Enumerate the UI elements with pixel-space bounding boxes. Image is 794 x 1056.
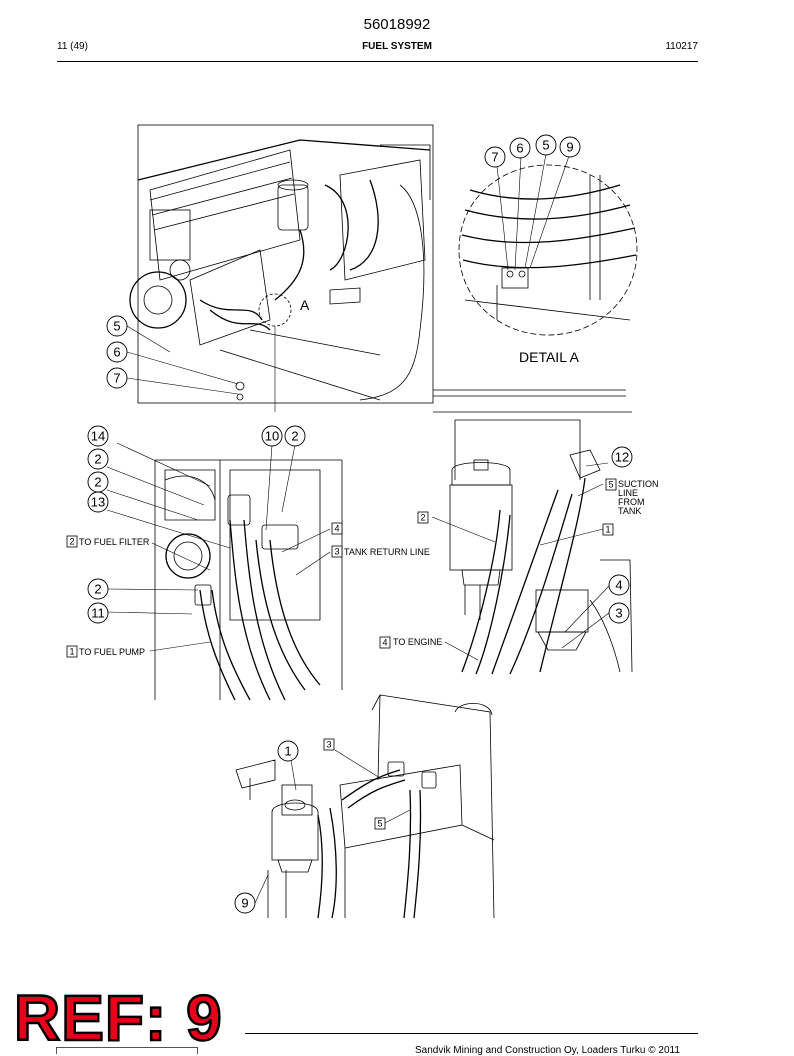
detail-callout-7: 7 <box>491 150 498 165</box>
callout-10: 10 <box>265 429 279 444</box>
view-letter-a: A <box>300 297 310 313</box>
box-2-fuel-filter: 2 <box>69 537 74 547</box>
box-3-tank: 3 <box>326 740 331 750</box>
detail-a-label: DETAIL A <box>519 349 580 365</box>
box-5-tank: 5 <box>377 819 382 829</box>
label-suction-line-3: FROM <box>618 497 645 507</box>
callout-1: 1 <box>284 744 291 759</box>
callout-7: 7 <box>113 371 120 386</box>
callout-14: 14 <box>91 429 105 444</box>
box-4: 4 <box>334 524 339 534</box>
detail-callout-6: 6 <box>516 141 523 156</box>
ref-stamp: REF: 9 <box>13 982 223 1054</box>
detail-callout-9: 9 <box>566 140 573 155</box>
callout-2-a: 2 <box>94 452 101 467</box>
callout-6: 6 <box>113 345 120 360</box>
box-2-filter: 2 <box>420 513 425 523</box>
figure-detail-a: 7 6 5 9 DETAIL A <box>458 134 638 365</box>
callout-2-c: 2 <box>94 582 101 597</box>
label-tank-return-line: TANK RETURN LINE <box>344 547 430 557</box>
callout-4: 4 <box>615 578 622 593</box>
label-to-fuel-pump: TO FUEL PUMP <box>79 647 145 657</box>
callout-11: 11 <box>91 606 105 621</box>
document-number: 56018992 <box>363 16 431 33</box>
page-indicator: 11 (49) <box>57 41 88 52</box>
box-1-filter: 1 <box>605 525 610 535</box>
box-1-fuel-pump: 1 <box>69 647 74 657</box>
header-rule <box>57 61 698 62</box>
callout-2-b: 2 <box>94 475 101 490</box>
label-suction-line-4: TANK <box>618 506 641 516</box>
callout-12: 12 <box>615 450 629 465</box>
figure-engine-overview: A 5 6 7 <box>106 124 434 412</box>
callout-5: 5 <box>113 319 120 334</box>
label-to-fuel-filter: TO FUEL FILTER <box>79 537 150 547</box>
box-5-suction: 5 <box>608 480 613 490</box>
detail-callout-5: 5 <box>542 138 549 153</box>
box-3-return: 3 <box>334 547 339 557</box>
brand-logo-fragment <box>56 1047 198 1054</box>
callout-3: 3 <box>615 606 622 621</box>
callout-2-top: 2 <box>291 429 298 444</box>
footer-rule <box>245 1033 698 1034</box>
label-suction-line-2: LINE <box>618 488 638 498</box>
box-4-engine: 4 <box>382 638 387 648</box>
figure-pump-connections: 14 10 2 2 2 13 2 11 2 4 3 1 TO FUEL FILT… <box>66 425 430 701</box>
callout-13: 13 <box>91 495 105 510</box>
footer-copyright: Sandvik Mining and Construction Oy, Load… <box>415 1045 680 1056</box>
label-suction-line-1: SUCTION <box>618 479 659 489</box>
figure-tank-lines: 1 9 3 5 <box>234 694 495 919</box>
label-to-engine: TO ENGINE <box>393 637 442 647</box>
callout-9: 9 <box>241 896 248 911</box>
date-code: 110217 <box>665 41 698 52</box>
section-title: FUEL SYSTEM <box>362 41 432 52</box>
figure-fuel-filter: 12 4 3 5 2 1 4 SUCTION LINE FROM TANK TO… <box>379 389 659 675</box>
